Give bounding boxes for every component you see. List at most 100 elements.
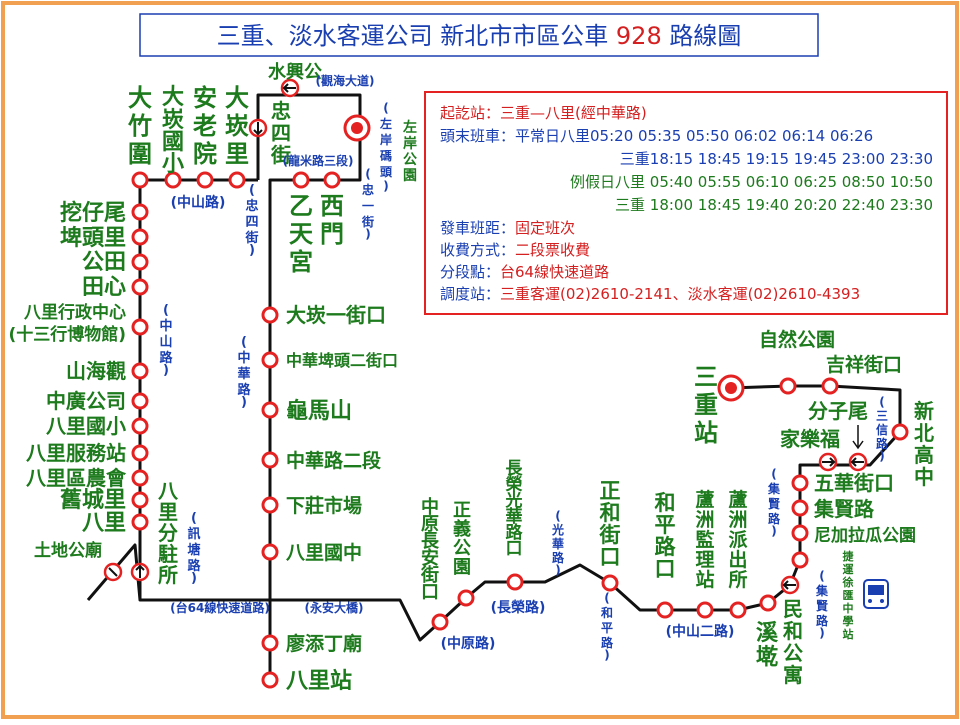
- label-bali: 八里: [82, 511, 126, 536]
- road-sanxin: (三信路): [876, 395, 889, 463]
- stop-dakanyijiekou: [261, 306, 279, 324]
- label-balizhan: 八里站: [286, 669, 352, 694]
- label-anlaoyuan: 安老院: [193, 84, 217, 168]
- info-weekday-bali: 頭末班車：平常日八里05:20 05:35 05:50 06:02 06:14 …: [440, 127, 873, 145]
- road-zhonghua: (中華路): [237, 335, 251, 410]
- stop-xinbeigaozhong: [891, 423, 909, 441]
- stop-luzhoupaichu: [729, 601, 747, 619]
- stop-anlaoyuan: [196, 171, 214, 189]
- road-changrong: (長榮路): [491, 599, 546, 616]
- stop-guimashan: [261, 401, 279, 419]
- stop-pitouli: [131, 228, 149, 246]
- stop-jixiang: [821, 377, 839, 395]
- arrow-stop-tudigong: [103, 562, 123, 582]
- stop-wazaiwei: [131, 203, 149, 221]
- stop-balizhan: [261, 671, 279, 689]
- label-xiazhuang: 下莊市場: [286, 494, 362, 517]
- label-baliguoxiao: 八里國小: [46, 414, 126, 438]
- stop-jixianlu: [791, 524, 809, 542]
- road-tai64: (台64線快速道路): [170, 600, 270, 615]
- stop-baliguozhong: [261, 543, 279, 561]
- label-zhongguangongsi: 中廣公司: [46, 389, 126, 413]
- label-xikan: 溪墘: [756, 621, 779, 670]
- label-xinbeigaozhong: 新北高中: [914, 399, 934, 489]
- label-balifuwuzhan: 八里服務站: [26, 441, 126, 465]
- title-box: [139, 13, 819, 57]
- stop-zhonghualu2: [261, 451, 279, 469]
- label-liaotianding: 廖添丁廟: [286, 632, 362, 655]
- label-dakanguoxiao: 大崁國小: [162, 85, 184, 177]
- stop-dakanli: [228, 171, 246, 189]
- label-wuhuajie: 五華街口: [814, 471, 894, 495]
- info-holiday-bali: 例假日八里 05:40 05:55 06:10 06:25 08:50 10:5…: [570, 173, 933, 191]
- label-yitiangong: 乙天宮: [289, 192, 313, 276]
- schedule-info-box: 起訖站：三重—八里(經中華路) 頭末班車：平常日八里05:20 05:35 05…: [424, 91, 948, 315]
- info-start-end: 起訖站：三重—八里(經中華路): [440, 104, 647, 122]
- stop-nijiagua: [791, 551, 809, 569]
- label-hepingkou: 和平路口: [655, 491, 677, 581]
- terminal-zuoangongyuan-dot: [351, 122, 363, 134]
- label-balifenzhusuo: 八里分駐所: [158, 479, 179, 587]
- stop-shanhaiguan: [131, 362, 149, 380]
- stop-zhenghejiekou: [601, 574, 619, 592]
- pointer-arrow-fenziwei: [852, 425, 864, 450]
- stop-dazhuwei: [131, 171, 149, 189]
- label-ziran: 自然公園: [759, 328, 835, 351]
- stop-ziran: [779, 377, 797, 395]
- info-interval: 發車班距：固定班次: [440, 219, 575, 237]
- label-sanchongzhan: 三重站: [694, 363, 718, 447]
- arrow-stop-zhongsijie: [248, 118, 268, 138]
- label-dakanli: 大崁里: [225, 84, 249, 168]
- road-zhongyuan: (中原路): [441, 635, 496, 652]
- road-jixian-lower: (集賢路): [815, 569, 829, 640]
- arrow-stop-balifenzhusuo: [130, 562, 150, 582]
- stop-jiuchengli: [131, 491, 149, 509]
- label-dakanyijiekou: 大崁一街口: [286, 303, 386, 327]
- road-yongan: (永安大橋): [305, 600, 364, 615]
- label-shanhaiguan: 山海觀: [66, 359, 126, 383]
- label-zhonghuapitou: 中華埤頭二街口: [286, 351, 398, 370]
- stop-balifuwuzhan: [131, 444, 149, 462]
- info-section-point: 分段點：台64線快速道路: [440, 263, 609, 281]
- arrow-stop-minhe: [780, 575, 800, 595]
- stop-xiazhuang: [261, 496, 279, 514]
- page-title: 三重、淡水客運公司 新北市市區公車 928 路線圖: [217, 22, 742, 50]
- label-tudigongmiao: 土地公廟: [34, 540, 102, 561]
- label-zhengyigongyuan: 正義公園: [453, 500, 471, 578]
- info-weekday-sanchong: 三重18:15 18:45 19:15 19:45 23:00 23:30: [620, 150, 933, 168]
- info-box-border: [424, 91, 948, 315]
- label-fenziwei: 分子尾: [808, 399, 868, 423]
- label-baliguozhong: 八里國中: [286, 541, 362, 564]
- label-luzhoupaichu: 蘆洲派出所: [728, 489, 748, 591]
- road-zuoanmatou: (左岸碼頭): [379, 101, 393, 193]
- label-pitouli: 埤頭里: [60, 226, 126, 251]
- arrow-stop-fenziwei: [848, 452, 868, 472]
- label-wazaiwei: 挖仔尾: [60, 200, 126, 226]
- stop-bali: [131, 513, 149, 531]
- stop-zhongyuanchangan: [431, 613, 449, 631]
- title-prefix: 三重、淡水客運公司 新北市市區公車: [217, 22, 616, 50]
- label-luzhoujianli: 蘆洲監理站: [695, 489, 714, 591]
- stop-luzhoujianli: [696, 601, 714, 619]
- route-tudigong-branch: [86, 543, 142, 601]
- label-tianxin: 田心: [82, 275, 126, 300]
- arrow-stop-shuixinggong: [280, 78, 300, 98]
- label-jixianlu: 集賢路: [813, 497, 875, 521]
- label-changrongguanghua: 長榮光華路口: [505, 459, 524, 559]
- label-zuoangongyuan: 左岸公園: [402, 119, 417, 184]
- label-balinonghui: 八里區農會: [26, 466, 127, 490]
- info-fare: 收費方式：二段票收費: [440, 241, 590, 259]
- label-zhongyuanchangan: 中原長安街口: [420, 496, 440, 603]
- road-jixian-upper: (集賢路): [767, 467, 781, 538]
- road-zhongshan2: (中山二路): [666, 623, 735, 640]
- stop-baliadmin: [131, 318, 149, 336]
- label-minhegongyu: 民和公寓: [783, 597, 803, 687]
- stop-zhonghuapitou: [261, 351, 279, 369]
- stop-zhengyigongyuan: [457, 589, 475, 607]
- label-shuixinggong: 水興公: [268, 61, 322, 83]
- label-baliadmin: 八里行政中心: [24, 302, 126, 323]
- stop-changrongguanghua: [506, 573, 524, 591]
- stop-hepingkou: [656, 601, 674, 619]
